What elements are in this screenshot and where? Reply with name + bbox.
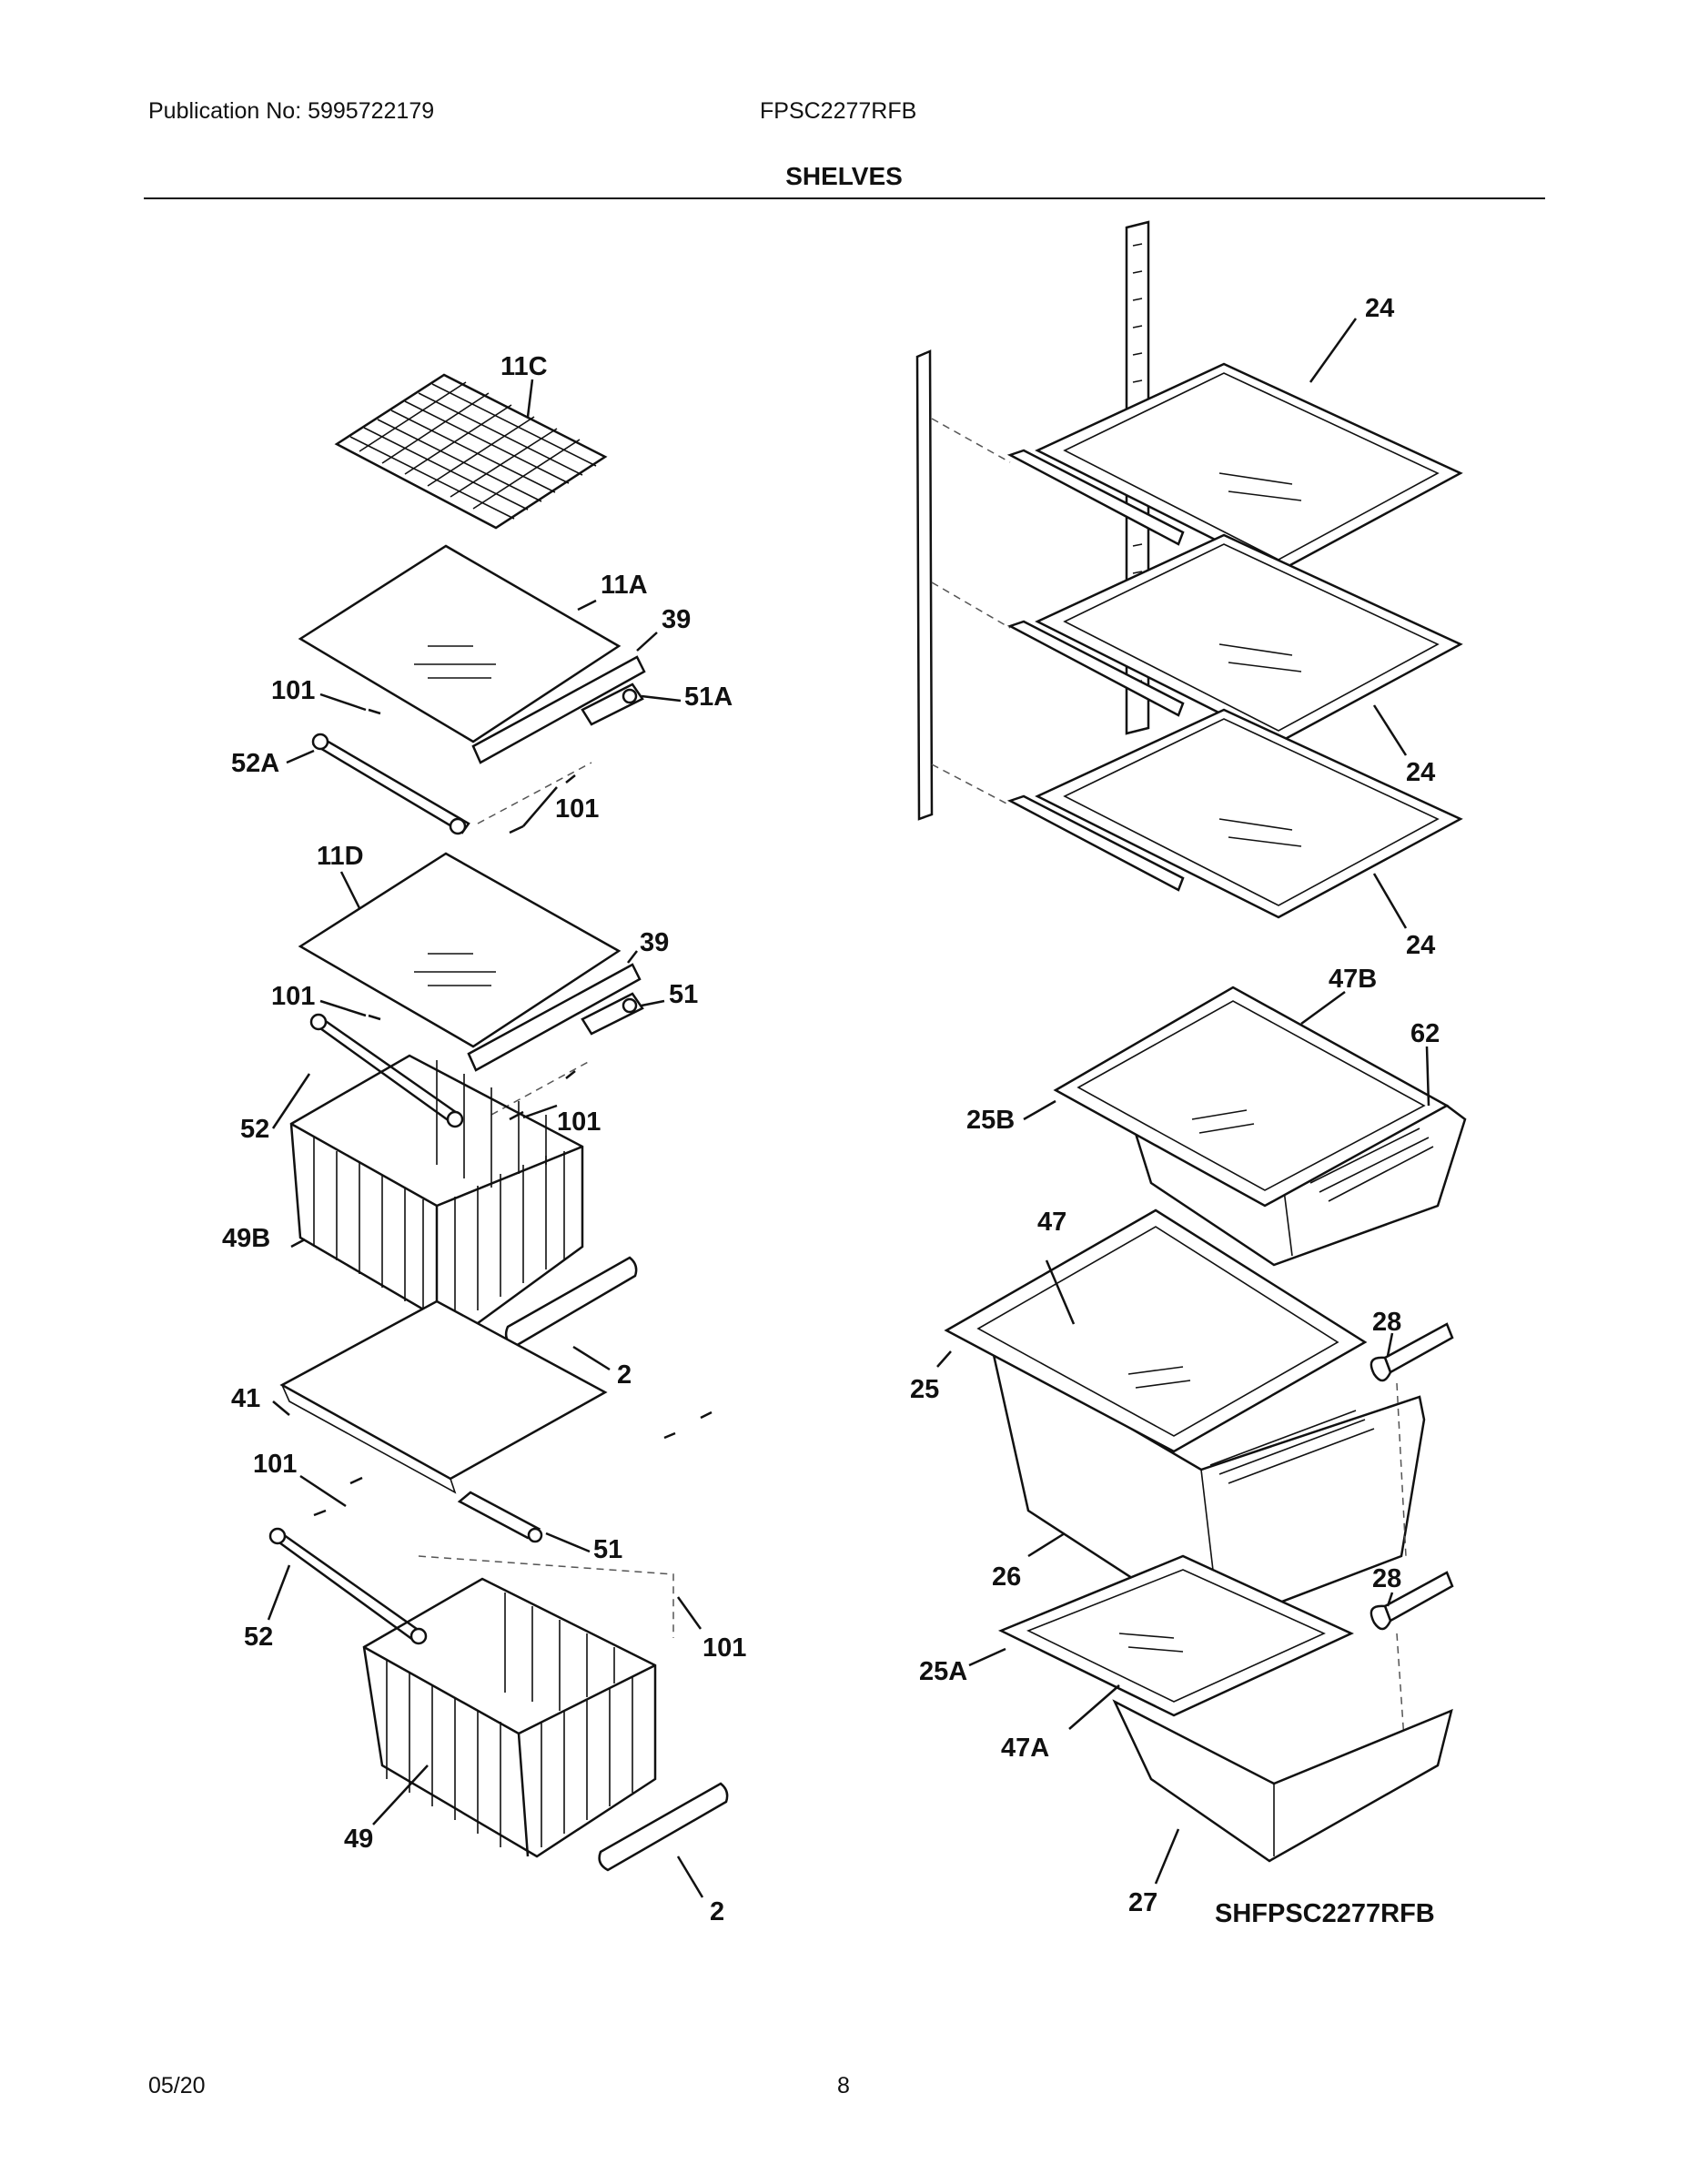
callout-24-a: 24 — [1365, 294, 1394, 323]
callout-49: 49 — [344, 1825, 373, 1854]
wire-shelf — [334, 373, 608, 530]
publication-number: Publication No: 5995722179 — [148, 98, 435, 124]
page-title: SHELVES — [785, 162, 903, 190]
diagram-code: SHFPSC2277RFB — [1215, 1899, 1435, 1928]
cantilever-shelf-bottom — [1006, 708, 1463, 919]
callout-47: 47 — [1037, 1208, 1066, 1237]
callout-49b: 49B — [222, 1224, 270, 1253]
shelf-rail-52a — [311, 733, 470, 835]
basket-trim-2-lower — [598, 1782, 729, 1872]
callout-101-a: 101 — [271, 676, 315, 705]
callout-101-e: 101 — [253, 1450, 297, 1479]
model-number: FPSC2277RFB — [760, 98, 917, 124]
freezer-shelf-41 — [279, 1299, 608, 1494]
callout-41: 41 — [231, 1384, 260, 1413]
callout-62: 62 — [1410, 1019, 1440, 1048]
callout-26: 26 — [992, 1562, 1021, 1592]
callout-52-b: 52 — [244, 1623, 273, 1652]
header-rule — [144, 197, 1545, 199]
glass-shelf-11d — [298, 852, 622, 1048]
callout-2-a: 2 — [617, 1360, 632, 1390]
callout-101-b: 101 — [555, 794, 599, 824]
drawer-hanger-upper — [1370, 1322, 1454, 1382]
footer-date: 05/20 — [148, 2073, 206, 2098]
callout-52a: 52A — [231, 749, 279, 778]
leader-lines — [267, 318, 1430, 1898]
callout-28-a: 28 — [1372, 1308, 1401, 1337]
callout-11c: 11C — [500, 352, 548, 381]
callout-24-c: 24 — [1406, 931, 1435, 960]
callout-25b: 25B — [966, 1106, 1015, 1135]
parts-diagram: 11C 11A 39 101 51A 52A 101 11D 39 101 51… — [222, 220, 1467, 1928]
shelf-track-51-lower — [457, 1491, 543, 1543]
deli-drawer — [1053, 986, 1467, 1267]
callout-25: 25 — [910, 1375, 939, 1404]
drawer-hanger-lower — [1370, 1382, 1454, 1766]
cantilever-shelf-middle — [1006, 533, 1463, 744]
callout-101-c: 101 — [271, 982, 315, 1011]
callout-39-b: 39 — [640, 928, 669, 957]
callout-11a: 11A — [601, 571, 648, 600]
callout-11d: 11D — [317, 842, 364, 871]
wire-basket-49 — [268, 1527, 674, 1858]
callout-51-a: 51 — [669, 980, 698, 1009]
shelf-trim-and-track — [471, 655, 646, 764]
wire-basket-49b — [289, 1013, 584, 1335]
callout-51a: 51A — [684, 682, 733, 712]
callout-101-d: 101 — [557, 1107, 601, 1137]
basket-trim-2-upper — [504, 1256, 638, 1349]
callout-47a: 47A — [1001, 1734, 1049, 1763]
callout-25a: 25A — [919, 1657, 967, 1686]
callout-52-a: 52 — [240, 1115, 269, 1144]
cantilever-shelf-top — [1006, 362, 1463, 573]
screws-101-lower — [313, 1410, 713, 1517]
glass-shelf-11a — [298, 544, 622, 743]
callout-28-b: 28 — [1372, 1564, 1401, 1593]
front-vertical-strip — [915, 349, 1011, 821]
page-number: 8 — [837, 2073, 850, 2098]
callout-24-b: 24 — [1406, 758, 1435, 787]
callout-51-b: 51 — [593, 1535, 622, 1564]
callout-27: 27 — [1128, 1888, 1157, 1917]
screws-101-upper — [368, 708, 592, 834]
crisper-drawer-lower — [997, 1554, 1453, 1863]
callout-101-f: 101 — [702, 1633, 746, 1663]
shelf-trim-and-track-2 — [467, 963, 644, 1072]
callout-2-b: 2 — [710, 1897, 724, 1926]
callout-39-a: 39 — [662, 605, 691, 634]
callout-47b: 47B — [1329, 965, 1377, 994]
